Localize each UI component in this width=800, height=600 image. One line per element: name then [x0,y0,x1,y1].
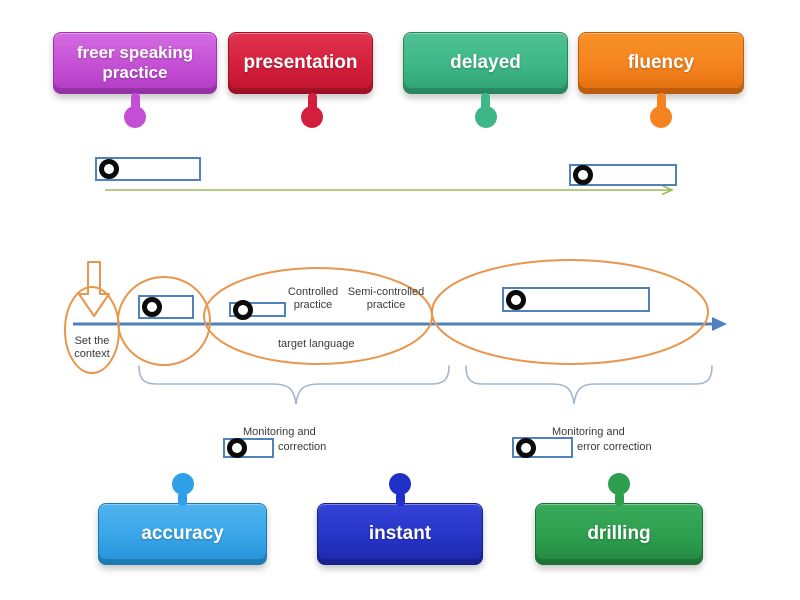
right-brace [465,365,713,405]
drop-marker-icon[interactable] [233,299,253,320]
green-arrowhead-icon [661,184,674,196]
monitoring-left-line2: correction [278,441,327,453]
answer-slot-practice[interactable] [229,299,286,320]
pin-stem [614,492,624,506]
pin-stem [178,492,187,506]
monitoring-right-line2: error correction [577,441,652,453]
pin-dot-icon [474,106,497,128]
answer-slot-stage-2[interactable] [138,295,194,319]
ellipse-production [431,259,709,365]
drop-marker-icon[interactable] [142,297,162,317]
label-chip-presentation[interactable]: presentation [228,32,373,128]
controlled-practice-label: Controlled practice [287,286,339,312]
label-text: fluency [627,52,695,74]
label-chip-drilling[interactable]: drilling [535,473,703,565]
left-brace [138,365,450,405]
drop-marker-icon[interactable] [99,159,119,179]
answer-slot-monitoring-right[interactable] [512,437,573,458]
answer-slot-arrow-right[interactable] [569,164,677,186]
answer-slot-monitoring-left[interactable] [223,438,274,458]
drop-marker-icon[interactable] [573,165,593,185]
label-chip-fluency[interactable]: fluency [578,32,744,128]
timeline-arrowhead-icon [712,317,727,331]
pin-dot-icon [171,473,194,495]
semi-controlled-practice-label: Semi-controlled practice [347,286,425,312]
label-chip-accuracy[interactable]: accuracy [98,473,267,565]
monitoring-left-line1: Monitoring and [243,426,316,438]
pin-stem [481,93,490,111]
pin-dot-icon [650,106,672,128]
answer-slot-arrow-left[interactable] [95,157,201,181]
pin-stem [656,93,666,111]
label-chip-instant[interactable]: instant [317,473,483,565]
pin-dot-icon [608,473,630,495]
set-the-context-label: Set the context [74,335,110,361]
monitoring-right-line1: Monitoring and [552,426,625,438]
pin-stem [308,93,317,111]
label-text: instant [368,523,432,545]
ellipse-stage-2 [117,276,211,366]
label-text: freer speaking practice [76,43,194,82]
pin-dot-icon [389,473,411,495]
answer-slot-production[interactable] [502,287,650,312]
label-chip-freer-speaking-practice[interactable]: freer speaking practice [53,32,217,128]
drop-marker-icon[interactable] [516,437,536,458]
pin-stem [130,93,140,111]
pin-dot-icon [124,106,146,128]
target-language-label: target language [278,338,355,350]
label-chip-delayed[interactable]: delayed [403,32,568,128]
label-text: drilling [587,523,651,545]
label-text: delayed [450,52,521,74]
pin-stem [395,492,405,506]
pin-dot-icon [301,106,323,128]
drop-marker-icon[interactable] [506,289,526,310]
down-block-arrow-icon [78,261,110,317]
label-text: presentation [243,52,358,74]
drop-marker-icon[interactable] [227,438,247,458]
label-text: accuracy [141,523,224,545]
